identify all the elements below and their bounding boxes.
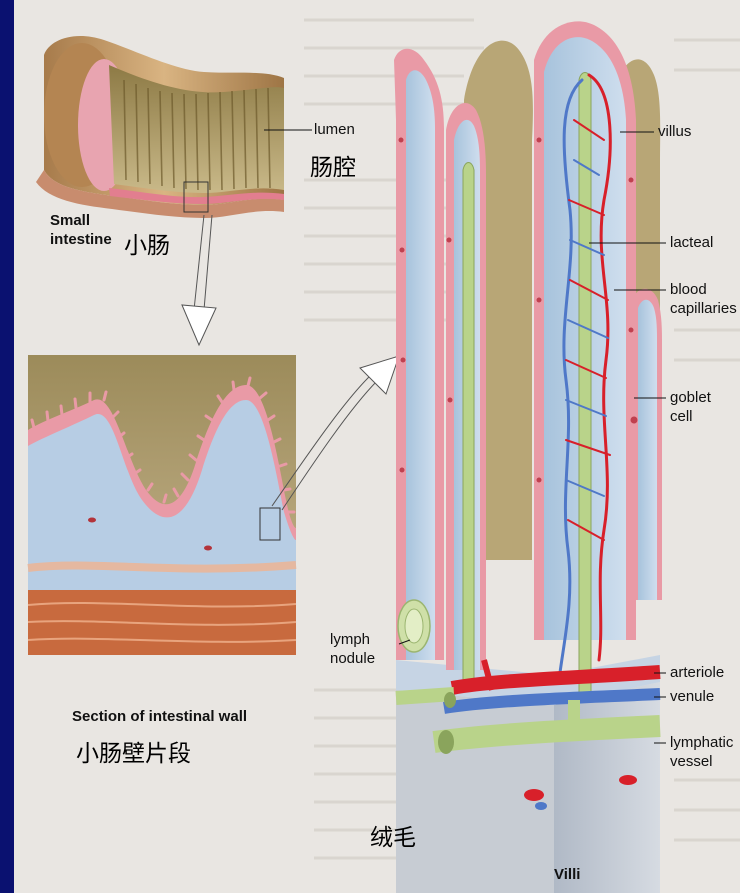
label-section-title: Section of intestinal wall [72, 708, 247, 726]
label-lymphatic-1: lymphatic [670, 734, 733, 752]
label-small-intestine-1: Small [50, 212, 90, 230]
label-goblet-2: cell [670, 408, 693, 426]
label-lymph-1: lymph [330, 631, 370, 649]
label-lymphatic-2: vessel [670, 753, 713, 771]
label-lacteal: lacteal [670, 234, 713, 252]
label-section-cn: 小肠壁片段 [76, 734, 191, 768]
intestinal-wall-section [28, 355, 296, 655]
label-lumen-cn: 肠腔 [310, 148, 356, 182]
label-goblet-1: goblet [670, 389, 711, 407]
slide-page: lumen 肠腔 Small intestine 小肠 Section of i… [14, 0, 740, 893]
label-lymph-2: nodule [330, 650, 375, 668]
label-villi-cn: 绒毛 [370, 818, 416, 852]
label-villus: villus [658, 123, 691, 141]
label-blood-2: capillaries [670, 300, 737, 318]
label-villi: Villi [554, 866, 580, 884]
label-small-intestine-2: intestine [50, 231, 112, 249]
small-intestine-drawing [36, 36, 284, 218]
label-blood-1: blood [670, 281, 707, 299]
zoom-arrow-1 [182, 215, 216, 345]
label-lumen: lumen [314, 121, 355, 139]
label-small-intestine-cn: 小肠 [124, 226, 170, 260]
label-arteriole: arteriole [670, 664, 724, 682]
label-venule: venule [670, 688, 714, 706]
villi-block-drawing [394, 21, 662, 893]
